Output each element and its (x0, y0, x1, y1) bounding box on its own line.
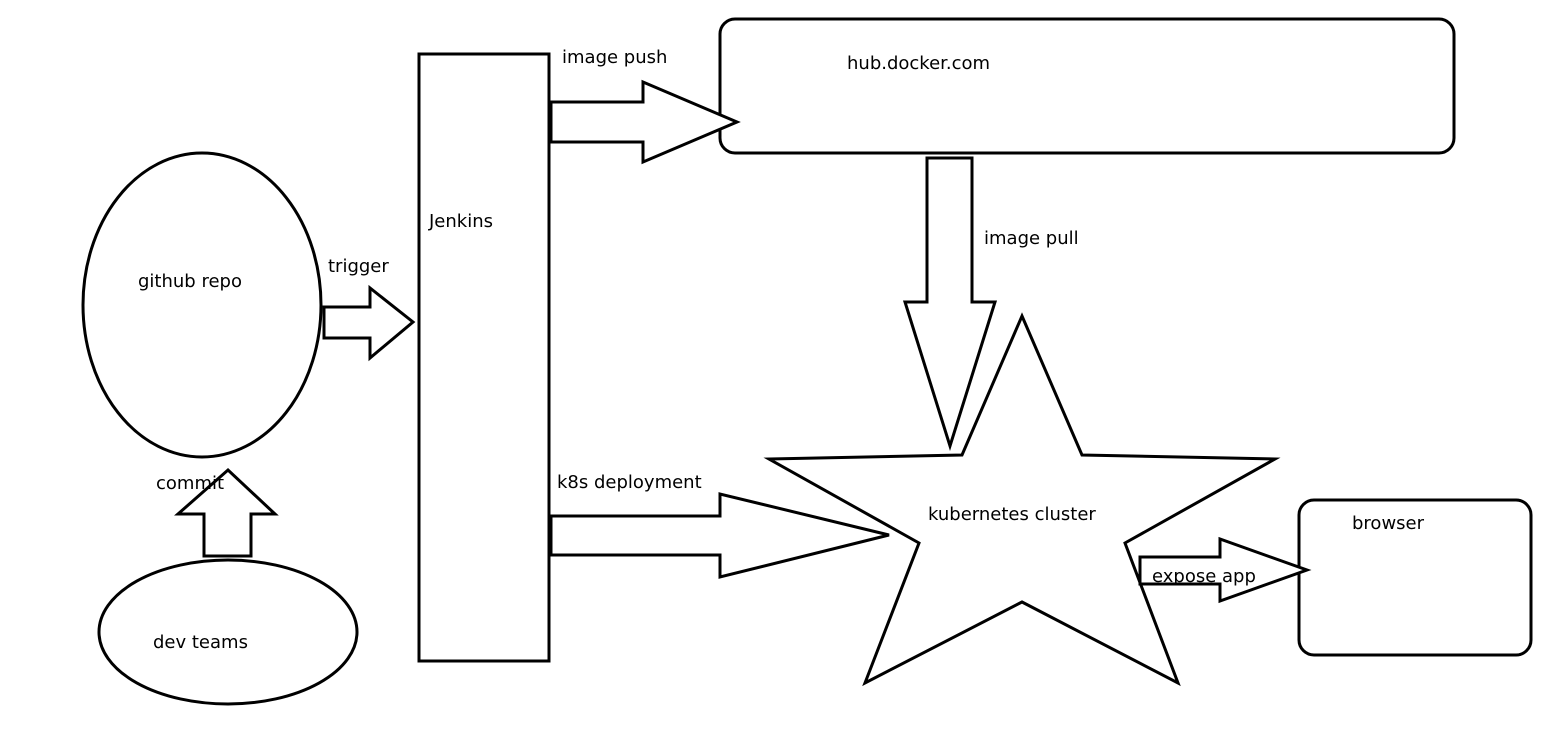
commit-label: commit (156, 473, 224, 494)
kubernetes-cluster-label: kubernetes cluster (928, 504, 1096, 525)
kubernetes-cluster-node (763, 312, 1281, 687)
image-push-arrow (549, 79, 741, 165)
docker-hub-label: hub.docker.com (847, 53, 990, 74)
trigger-arrow (322, 284, 416, 362)
k8s-deployment-label: k8s deployment (557, 472, 702, 493)
expose-app-label: expose app (1152, 566, 1256, 587)
github-repo-node (81, 151, 323, 459)
docker-hub-node (718, 17, 1456, 155)
github-repo-label: github repo (138, 271, 242, 292)
expose-app-arrow (1138, 536, 1312, 604)
image-push-label: image push (562, 47, 667, 68)
browser-label: browser (1352, 513, 1425, 534)
jenkins-node (417, 52, 551, 663)
jenkins-label: Jenkins (428, 211, 493, 232)
k8s-deployment-arrow (549, 492, 890, 579)
dev-teams-label: dev teams (153, 632, 248, 653)
image-pull-arrow (902, 156, 998, 452)
commit-arrow (174, 467, 279, 558)
trigger-label: trigger (328, 256, 389, 277)
image-pull-label: image pull (984, 228, 1079, 249)
dev-teams-node (97, 558, 359, 706)
browser-node (1297, 498, 1533, 657)
